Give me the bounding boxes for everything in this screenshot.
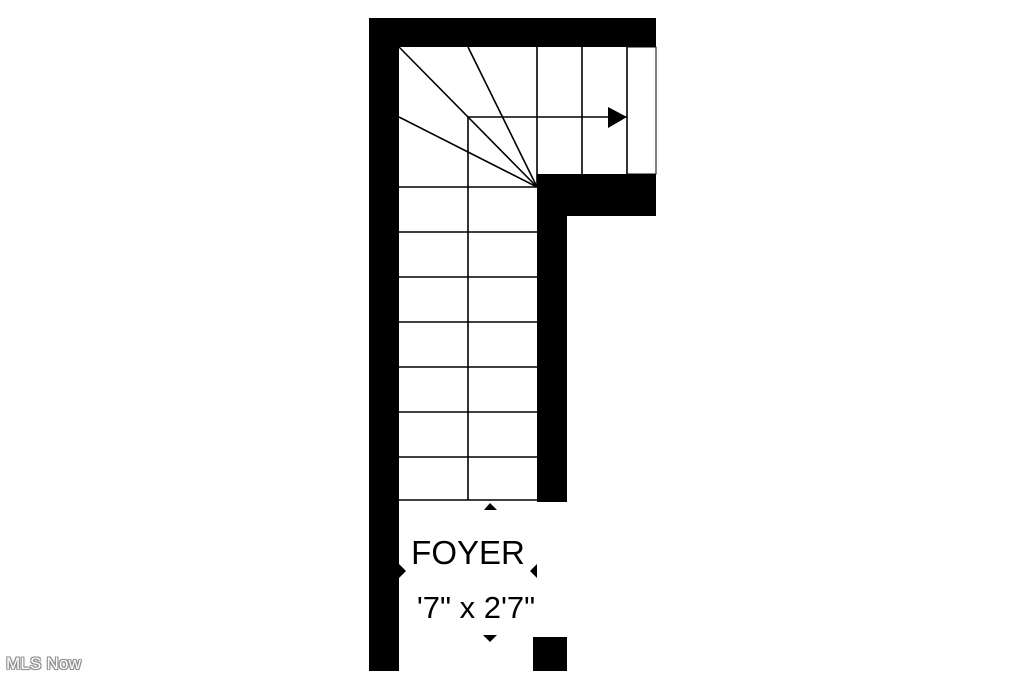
- stairs: [398, 46, 628, 501]
- room-dimensions: '7" x 2'7": [417, 590, 535, 625]
- winder-line: [398, 116, 538, 188]
- dimension-markers: [399, 503, 537, 642]
- dimension-marker-bottom-icon: [483, 635, 497, 642]
- arrow-head-icon: [608, 107, 627, 128]
- stair-direction-arrow: [608, 107, 627, 128]
- watermark: MLS Now: [6, 654, 82, 673]
- doorway-opening: [626, 46, 657, 175]
- wall-right-inner: [537, 174, 567, 502]
- wall-top: [369, 18, 656, 47]
- wall-top-right-stub: [628, 18, 656, 47]
- dimension-marker-top-icon: [484, 503, 497, 510]
- wall-left: [369, 18, 399, 671]
- dimension-marker-left-icon: [399, 564, 406, 578]
- wall-right-bottom-stub: [533, 637, 567, 671]
- walls: [369, 18, 656, 671]
- dimension-marker-right-icon: [530, 564, 537, 578]
- upper-opening: [626, 46, 657, 175]
- room-name: FOYER: [411, 534, 525, 571]
